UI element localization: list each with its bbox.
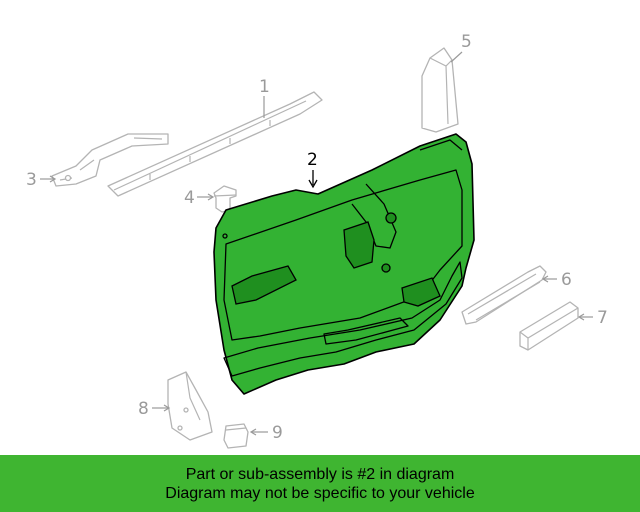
callout-2-number: 2 (307, 150, 318, 170)
banner-line-1: Part or sub-assembly is #2 in diagram (185, 465, 455, 483)
banner-line-2: Diagram may not be specific to your vehi… (165, 484, 475, 502)
callout-4: 4 (184, 188, 215, 208)
callout-8: 8 (138, 399, 171, 419)
callout-9-number: 9 (272, 423, 283, 443)
callout-5-number: 5 (461, 32, 472, 52)
part-1-rail (107, 91, 323, 197)
part-7-bezel (519, 301, 579, 351)
part-9-clip (223, 423, 249, 449)
callout-3-number: 3 (26, 170, 37, 190)
callout-1: 1 (259, 77, 270, 118)
part-5-trim (421, 47, 459, 133)
info-banner: Part or sub-assembly is #2 in diagram Di… (0, 455, 640, 512)
callout-3: 3 (26, 170, 57, 190)
callout-7: 7 (577, 308, 608, 328)
callout-2: 2 (307, 150, 318, 189)
part-2-door-panel (213, 133, 475, 395)
callout-6-number: 6 (561, 270, 572, 290)
part-4-clip (213, 185, 237, 213)
callout-1-number: 1 (259, 77, 270, 97)
callout-7-number: 7 (597, 308, 608, 328)
part-6-handle (461, 265, 547, 325)
callout-9: 9 (249, 423, 283, 443)
callout-8-number: 8 (138, 399, 149, 419)
parts-diagram: 1 3 4 5 (26, 32, 608, 449)
part-8-lower-trim (167, 371, 213, 441)
callout-6: 6 (541, 270, 572, 290)
callout-4-number: 4 (184, 188, 195, 208)
part-3-bracket (51, 133, 169, 187)
callout-5: 5 (450, 32, 472, 63)
